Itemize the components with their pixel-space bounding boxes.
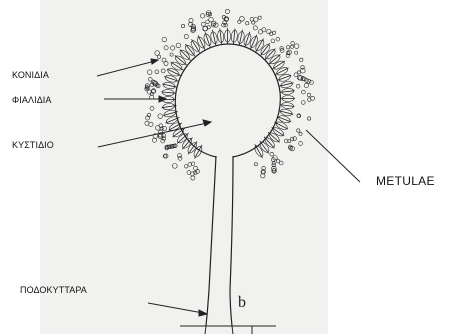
- conidium: [145, 121, 149, 125]
- conidium: [254, 163, 257, 166]
- conidia-layer: [145, 9, 315, 180]
- conidium: [161, 69, 165, 73]
- conidium: [301, 101, 305, 105]
- label-foot-cell: ΠΟΔΟΚΥΤΤΑΡΑ: [20, 286, 87, 295]
- conidium: [162, 37, 167, 42]
- conidium: [162, 126, 166, 130]
- conidium: [270, 152, 274, 156]
- conidium: [147, 70, 152, 75]
- conidium: [191, 176, 195, 180]
- stipe-right-wall: [230, 156, 233, 326]
- conidium: [307, 93, 311, 97]
- conidia-arrowhead: [151, 59, 158, 64]
- conidium: [170, 53, 173, 56]
- stipe-left-wall: [206, 156, 216, 326]
- conidium: [258, 16, 261, 19]
- conidium: [267, 30, 271, 34]
- conidium: [246, 22, 249, 25]
- conidium: [150, 106, 154, 110]
- conidium: [295, 51, 298, 54]
- conidium: [271, 39, 275, 43]
- figure-letter: b: [238, 295, 246, 311]
- conidium: [286, 46, 289, 49]
- conidium: [262, 28, 266, 32]
- label-conidia: ΚΟΝΙΔΙΑ: [12, 71, 49, 80]
- conidium: [178, 154, 182, 158]
- conidium: [302, 90, 306, 94]
- metulae-leader: [306, 130, 360, 182]
- label-phialides: ΦΙΑΛΙΔΙΑ: [12, 96, 52, 105]
- conidium: [164, 46, 168, 50]
- conidium: [250, 17, 254, 21]
- conidium: [156, 126, 161, 131]
- conidium: [287, 50, 291, 54]
- conidium: [148, 77, 152, 81]
- conidium: [307, 79, 311, 83]
- foot-cell-arrowhead: [199, 310, 207, 316]
- phialides-layer: [161, 28, 295, 159]
- conidium: [189, 18, 193, 22]
- conidium: [200, 14, 204, 18]
- conidium: [203, 26, 208, 31]
- conidium: [184, 165, 188, 169]
- conidium: [291, 41, 295, 45]
- conidium: [194, 166, 198, 170]
- conidium: [304, 83, 308, 87]
- foot-cell-leader: [148, 303, 203, 313]
- conidium: [149, 122, 153, 126]
- conidium: [162, 58, 166, 62]
- conidium: [308, 98, 312, 102]
- conidium: [290, 137, 294, 141]
- conidium: [254, 18, 258, 22]
- conidium: [276, 37, 280, 41]
- conidium: [299, 132, 302, 135]
- conidium: [158, 114, 163, 119]
- label-metulae: METULAE: [376, 175, 435, 187]
- conidium: [240, 16, 245, 21]
- conidium: [171, 46, 175, 50]
- conidium: [261, 174, 265, 178]
- conidium: [294, 44, 299, 49]
- conidium: [297, 71, 300, 74]
- conidium: [225, 9, 229, 13]
- conidium: [184, 34, 188, 38]
- conidium: [299, 142, 303, 146]
- conidium: [253, 26, 257, 30]
- conidium: [178, 156, 182, 160]
- conidia-leader: [97, 61, 155, 76]
- label-vesicle: ΚΥΣΤΙΔΙΟ: [12, 141, 54, 150]
- conidium: [276, 160, 279, 163]
- conidium: [273, 31, 276, 34]
- foot-cell-outline: [180, 326, 276, 334]
- conidium: [172, 164, 177, 169]
- conidium: [176, 43, 181, 48]
- conidium: [307, 117, 310, 120]
- conidium: [300, 58, 303, 61]
- conidium: [155, 51, 160, 56]
- conidium: [155, 70, 159, 74]
- conidium: [187, 171, 191, 175]
- conidium: [309, 81, 313, 85]
- leader-lines: [97, 59, 360, 316]
- conidium: [297, 129, 300, 132]
- conidium: [201, 22, 205, 26]
- conidium: [291, 45, 294, 48]
- conidium: [152, 138, 156, 142]
- vesicle-arrowhead: [203, 120, 211, 126]
- conidium: [296, 84, 300, 88]
- conidium: [147, 90, 151, 94]
- conidium: [181, 24, 184, 27]
